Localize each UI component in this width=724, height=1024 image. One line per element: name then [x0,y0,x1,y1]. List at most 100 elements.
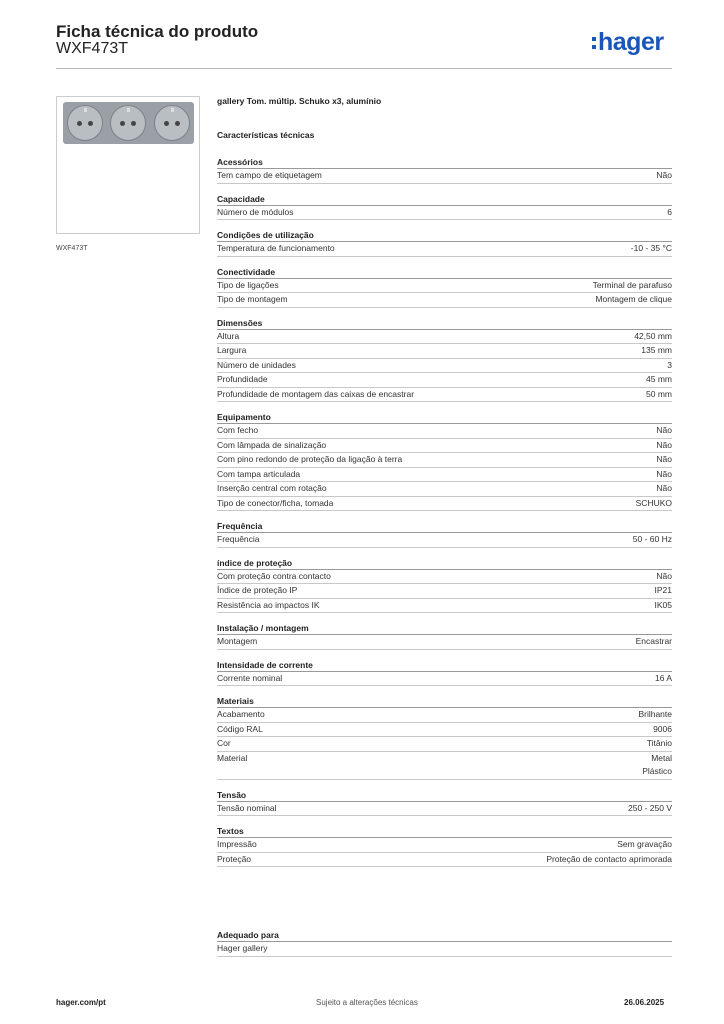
spec-value-line: SCHUKO [635,497,672,508]
spec-value-line: Terminal de parafuso [592,279,672,290]
spec-value-line: Sem gravação [617,839,672,849]
spec-value-line: 3 [667,359,672,370]
spec-label: Hager gallery [217,943,268,953]
spec-value-line: Não [656,483,672,493]
spec-value: Sem gravação [617,838,672,852]
spec-value: 9006 [653,723,672,737]
spec-label: Com fecho [217,425,259,435]
section-title: Intensidade de corrente [217,659,672,672]
spec-row: Número de unidades 3 [217,359,672,373]
product-image [56,96,200,234]
spec-value: Não [656,439,672,453]
spec-value-line: 135 mm [641,345,672,355]
spec-row: Hager gallery [217,942,672,957]
section-title: Frequência [217,520,672,533]
spec-value: Titânio [647,737,672,751]
spec-label: Acabamento [217,709,265,719]
spec-value: 135 mm [641,344,672,358]
spec-label: Material [217,752,248,763]
spec-value: IP21 [655,584,673,598]
image-caption: WXF473T [56,245,88,252]
spec-value-line: 16 A [654,672,672,683]
spec-row: Com pino redondo de proteção da ligação … [217,453,672,468]
spec-row: Tipo de conector/ficha, tomada SCHUKO [217,497,672,511]
spec-value: 42,50 mm [634,330,672,344]
spec-row: Profundidade de montagem das caixas de e… [217,388,672,402]
section-title: Textos [217,825,672,838]
spec-label: Código RAL [217,723,263,734]
spec-value-line: Titânio [646,738,672,748]
spec-label: Com proteção contra contacto [217,570,331,581]
spec-value: 16 A [655,672,672,686]
spec-value-line: 50 mm [646,388,672,399]
spec-label: Largura [217,345,247,355]
spec-value: 250 - 250 V [628,802,672,816]
spec-label: Tensão nominal [217,802,277,813]
spec-value-line: Encastrar [635,636,672,646]
schuko-socket-icon [66,105,103,141]
section-title: Adequado para [217,929,672,942]
section-title: Instalação / montagem [217,622,672,635]
spec-row: Código RAL 9006 [217,723,672,737]
spec-label: Tipo de ligações [217,279,279,290]
spec-value-line: Montagem de clique [595,294,672,304]
spec-value: -10 - 35 °C [631,242,672,256]
spec-label: Temperatura de funcionamento [217,243,335,253]
spec-value-line: 42,50 mm [634,330,672,341]
spec-value-line: Não [656,425,672,435]
spec-value-line: Proteção de contacto aprimorada [546,853,672,864]
section-title: Dimensões [217,317,672,330]
spec-label: Corrente nominal [217,672,283,683]
spec-row: Tensão nominal 250 - 250 V [217,802,672,816]
header-divider [56,68,672,69]
spec-value-line: Metal [651,752,672,763]
spec-row: Com fecho Não [217,424,672,439]
spec-label: Número de unidades [217,359,296,370]
spec-value: Não [656,468,672,482]
spec-value-line: Plástico [642,766,672,776]
spec-value: 50 mm [646,388,672,402]
logo-dots-icon [592,35,596,51]
spec-row: Largura 135 mm [217,344,672,359]
spec-row: Corrente nominal 16 A [217,672,672,686]
schuko-socket-icon [110,105,147,141]
spec-row: Tipo de ligações Terminal de parafuso [217,279,672,293]
spec-label: Tipo de conector/ficha, tomada [217,497,334,508]
adequado-section: Adequado para Hager gallery [217,929,672,957]
section-title: índice de proteção [217,557,672,570]
spec-value: Não [656,482,672,496]
spec-value: 6 [667,206,672,220]
spec-value-line: IK05 [654,599,673,610]
spec-value: 45 mm [646,373,672,387]
spec-value-line: Não [656,468,672,479]
spec-value-line: Não [656,170,672,180]
spec-value: Não [656,570,672,584]
page-title: Ficha técnica do produto [56,22,259,41]
footer-url[interactable]: hager.com/pt [56,998,106,1007]
logo-text: hager [598,28,664,56]
spec-value: 3 [667,359,672,373]
section-title: Conectividade [217,266,672,279]
socket-plate-illustration [63,102,194,144]
spec-value: Brilhante [638,708,672,722]
spec-value: Proteção de contacto aprimorada [546,853,672,867]
spec-value: Terminal de parafuso [593,279,672,293]
